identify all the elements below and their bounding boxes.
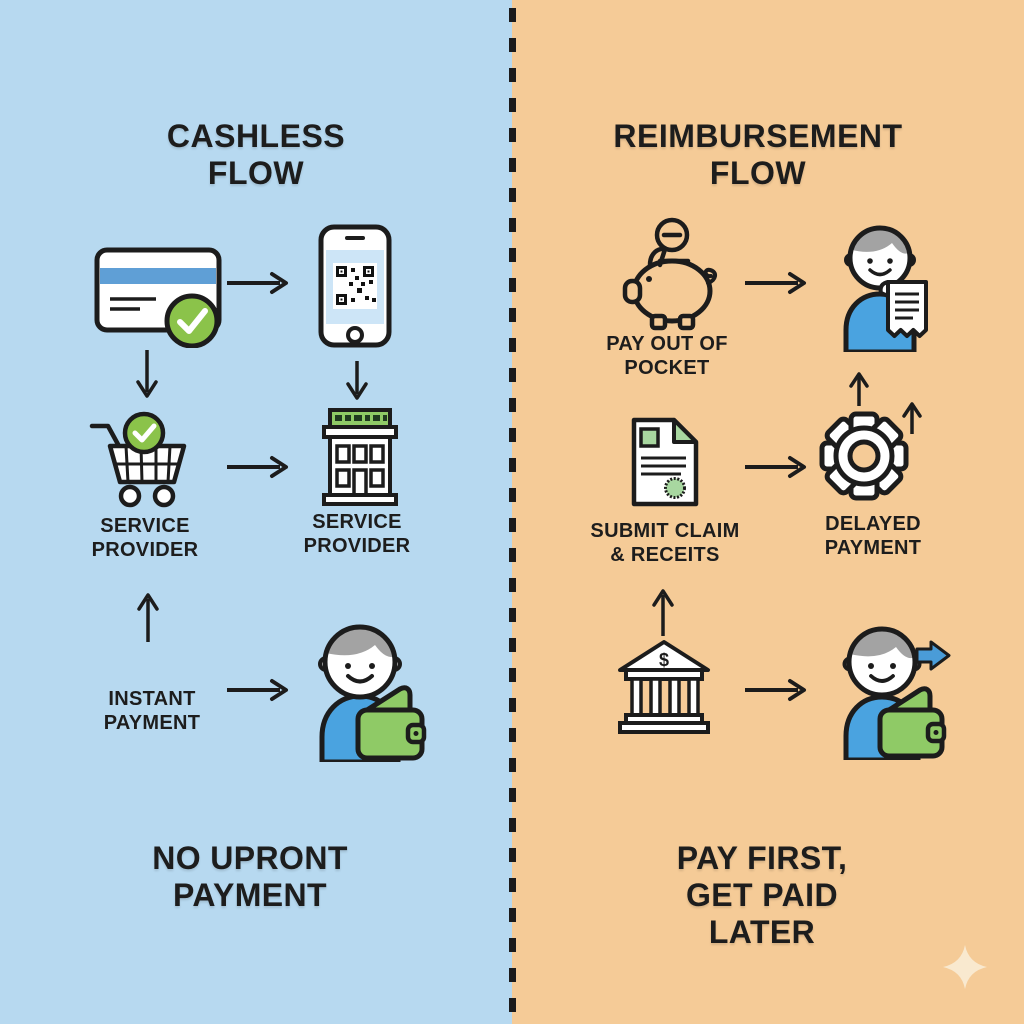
- bank-dollar-symbol: $: [659, 650, 669, 670]
- piggy-bank-coin-icon: [622, 217, 717, 331]
- left-panel-title: CASHLESS FLOW: [166, 118, 346, 191]
- right-panel-footer: PAY FIRST, GET PAID LATER: [676, 840, 848, 950]
- arrow-down-icon: [136, 350, 158, 398]
- reimbursement-flow-panel: REIMBURSEMENT FLOW: [512, 0, 1024, 1024]
- arrow-right-icon: [227, 456, 288, 478]
- arrow-right-icon: [745, 679, 806, 701]
- person-receipt-icon: [843, 225, 928, 352]
- service-provider-label: SERVICE PROVIDER: [91, 515, 199, 561]
- left-panel-footer: NO UPRONT PAYMENT: [152, 840, 348, 913]
- credit-card-check-icon: [94, 247, 222, 348]
- phone-qr-icon: [318, 224, 392, 348]
- arrow-right-icon: [227, 679, 288, 701]
- bank-icon: $: [618, 640, 710, 734]
- arrow-right-icon: [745, 272, 806, 294]
- claim-document-icon: [631, 417, 699, 507]
- sparkle-icon: [943, 945, 987, 989]
- clinic-building-icon: [322, 408, 398, 506]
- cashless-flow-panel: CASHLESS FLOW: [0, 0, 512, 1024]
- person-wallet-icon: [318, 624, 427, 762]
- submit-claim-label: SUBMIT CLAIM & RECEITS: [590, 520, 740, 566]
- arrow-down-icon: [346, 361, 368, 400]
- arrow-right-icon: [745, 456, 806, 478]
- arrow-up-icon: [902, 402, 922, 434]
- arrow-up-icon: [652, 589, 674, 636]
- service-provider-label: SERVICE PROVIDER: [303, 511, 411, 557]
- delayed-payment-label: DELAYED PAYMENT: [824, 513, 922, 559]
- person-wallet-transfer-icon: [842, 626, 951, 760]
- arrow-right-icon: [227, 272, 288, 294]
- gear-processing-icon: [819, 411, 909, 501]
- pay-out-of-pocket-label: PAY OUT OF POCKET: [606, 333, 728, 379]
- right-panel-title: REIMBURSEMENT FLOW: [613, 118, 903, 191]
- instant-payment-label: INSTANT PAYMENT: [103, 688, 201, 734]
- arrow-up-icon: [137, 593, 159, 642]
- dashed-divider: [509, 0, 516, 1024]
- shopping-cart-check-icon: [89, 411, 187, 508]
- arrow-up-icon: [849, 372, 869, 406]
